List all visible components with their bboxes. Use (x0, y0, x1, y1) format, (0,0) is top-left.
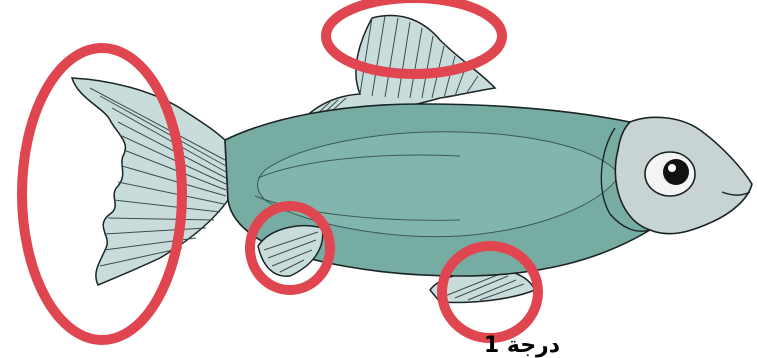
tail-fin (72, 78, 228, 285)
caption-text: درجة 1 (440, 334, 560, 358)
fish-eye (645, 152, 695, 196)
